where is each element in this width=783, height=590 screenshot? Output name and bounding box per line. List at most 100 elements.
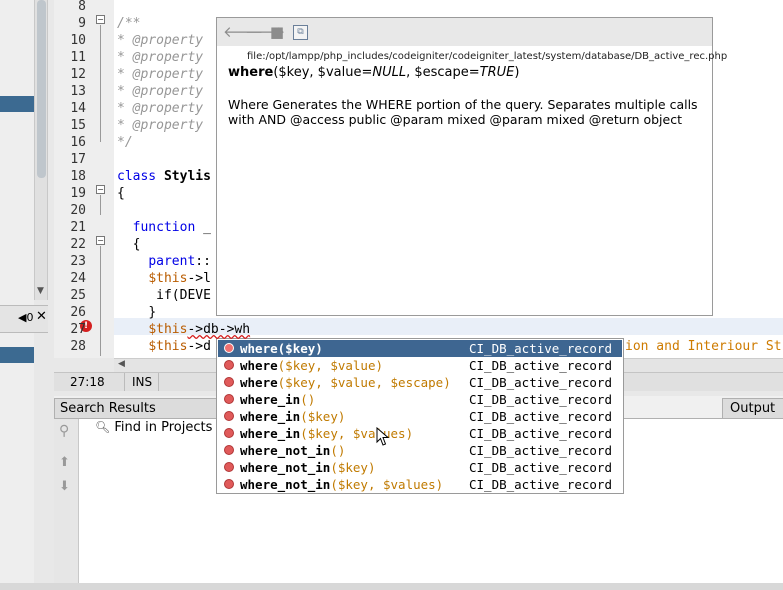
scroll-down-icon[interactable]: ▼ — [37, 286, 44, 296]
code-comment: * @property — [117, 101, 204, 116]
forward-arrow-icon[interactable]: 🡒 — [245, 23, 286, 41]
code-line[interactable]: if(DEVE — [117, 287, 211, 304]
completion-item-signature: where_in() — [240, 391, 315, 408]
signature-default-true: TRUE — [479, 65, 515, 80]
tab-output[interactable]: Output — [722, 398, 783, 420]
code-line[interactable]: * @property — [117, 100, 203, 117]
window-bottom-edge — [0, 583, 783, 590]
code-line[interactable]: { — [117, 185, 125, 202]
close-icon[interactable]: ✕ — [36, 309, 47, 324]
tab-search-results[interactable]: Search Results — [54, 398, 224, 420]
fold-toggle-icon[interactable]: − — [96, 185, 105, 194]
signature-params-2: , $escape= — [406, 65, 480, 80]
method-icon — [224, 377, 234, 387]
completion-method-name: where_not_in — [240, 477, 331, 492]
code-line[interactable]: function _ — [117, 219, 211, 236]
fold-toggle-icon[interactable]: − — [96, 236, 105, 245]
code-text: :: — [195, 254, 211, 269]
next-match-icon[interactable]: ⬇ — [59, 479, 70, 494]
code-line[interactable]: * @property — [117, 32, 203, 49]
tab-output-label: Output — [730, 401, 776, 416]
completion-item-signature: where($key, $value) — [240, 357, 383, 374]
completion-item[interactable]: where($key, $value) CI_DB_active_record — [218, 357, 622, 374]
left-scrollbar-thumb[interactable] — [37, 0, 46, 178]
completion-item[interactable]: where_in($key)CI_DB_active_record — [218, 408, 622, 425]
line-number: 9 — [78, 16, 86, 31]
completion-class-name: CI_DB_active_record — [469, 358, 612, 373]
find-in-projects-label: Find in Projects — [114, 420, 213, 435]
completion-method-name: where_not_in — [240, 460, 331, 475]
code-line[interactable]: { — [117, 236, 141, 253]
code-line[interactable]: * @property — [117, 117, 203, 134]
code-line[interactable]: * @property — [117, 83, 203, 100]
completion-item[interactable]: where($key, $value, $escape)CI_DB_active… — [218, 374, 622, 391]
signature-default-null: NULL — [372, 65, 407, 80]
find-in-projects-node[interactable]: 🔍︎ Find in Projects — [95, 420, 212, 435]
completion-item-signature: where($key, $value, $escape) — [240, 374, 451, 391]
code-line[interactable]: $this->l — [117, 270, 211, 287]
code-class-name: Stylis — [163, 169, 211, 184]
completion-item-signature: where($key) — [240, 340, 323, 357]
completion-item-signature: where_not_in($key, $values) — [240, 476, 443, 493]
method-icon — [224, 411, 234, 421]
completion-method-name: where — [240, 358, 278, 373]
search-icon[interactable]: ⚲ — [59, 423, 70, 439]
open-in-browser-icon[interactable]: ⧉ — [293, 25, 308, 40]
completion-item[interactable]: where_not_in()CI_DB_active_record — [218, 442, 622, 459]
signature-function-name: where — [228, 65, 274, 80]
signature-close: ) — [514, 65, 520, 80]
completion-method-name: where_not_in — [240, 443, 331, 458]
back-arrow-icon[interactable]: 🡐 — [223, 23, 264, 41]
completion-class-name: CI_DB_active_record — [469, 341, 612, 356]
code-line[interactable]: class Stylis — [117, 168, 211, 185]
current-line-highlight — [114, 318, 783, 335]
scroll-left-icon[interactable]: ◀ — [118, 359, 125, 369]
signature-params: ($key, $value= — [273, 65, 373, 80]
completion-method-params: ($key) — [300, 409, 346, 424]
left-panel-selected-item[interactable] — [0, 96, 34, 112]
fold-toggle-icon[interactable]: − — [96, 15, 105, 24]
completion-item[interactable]: where_not_in($key, $values)CI_DB_active_… — [218, 476, 622, 493]
line-number: 23 — [70, 254, 86, 269]
stop-icon[interactable]: ■ — [269, 23, 285, 41]
completion-item[interactable]: where_in() CI_DB_active_record — [218, 391, 622, 408]
completion-item[interactable]: where($key) CI_DB_active_record — [218, 340, 622, 357]
documentation-description: Where Generates the WHERE portion of the… — [228, 97, 698, 127]
search-results-toolbar: ⚲ ⬆ ⬇ — [54, 419, 79, 590]
code-comment: * @property — [117, 67, 204, 82]
line-number: 8 — [78, 0, 86, 14]
error-icon[interactable]: ! — [80, 320, 92, 332]
tab-search-results-label: Search Results — [60, 401, 156, 416]
fold-guide — [100, 246, 101, 356]
code-string: ion and Interiour St — [625, 339, 782, 354]
documentation-file-path: file:/opt/lampp/php_includes/codeigniter… — [247, 51, 728, 62]
line-number: 25 — [70, 288, 86, 303]
left-mini-label[interactable]: ◀0 — [18, 311, 34, 324]
previous-match-icon[interactable]: ⬆ — [59, 455, 70, 470]
code-line[interactable]: parent:: — [117, 253, 211, 270]
documentation-signature: where($key, $value=NULL, $escape=TRUE) — [228, 65, 519, 80]
code-text: } — [148, 305, 157, 320]
code-line[interactable]: } — [117, 304, 156, 321]
left-panel-selected-item-2[interactable] — [0, 347, 34, 363]
code-variable: $this — [148, 271, 188, 286]
code-line[interactable]: $this->d — [117, 338, 211, 355]
completion-class-name: CI_DB_active_record — [469, 392, 612, 407]
completion-item[interactable]: where_not_in($key)CI_DB_active_record — [218, 459, 622, 476]
line-number: 17 — [70, 152, 86, 167]
code-text: ->d — [187, 339, 211, 354]
code-line[interactable]: */ — [117, 134, 133, 151]
completion-method-params: () — [300, 392, 316, 407]
left-panel-scrollbar[interactable]: ▼ — [34, 0, 48, 300]
line-number: 20 — [70, 203, 86, 218]
completion-class-name: CI_DB_active_record — [469, 443, 612, 458]
completion-item[interactable]: where_in($key, $values)CI_DB_active_reco… — [218, 425, 622, 442]
code-line[interactable]: * @property — [117, 66, 203, 83]
line-number: 22 — [70, 237, 86, 252]
code-comment: /** — [117, 16, 141, 31]
code-line[interactable]: * @property — [117, 49, 203, 66]
code-line[interactable]: /** — [117, 15, 140, 32]
code-comment: */ — [117, 135, 133, 150]
code-line[interactable]: $this->db->wh — [117, 321, 250, 338]
